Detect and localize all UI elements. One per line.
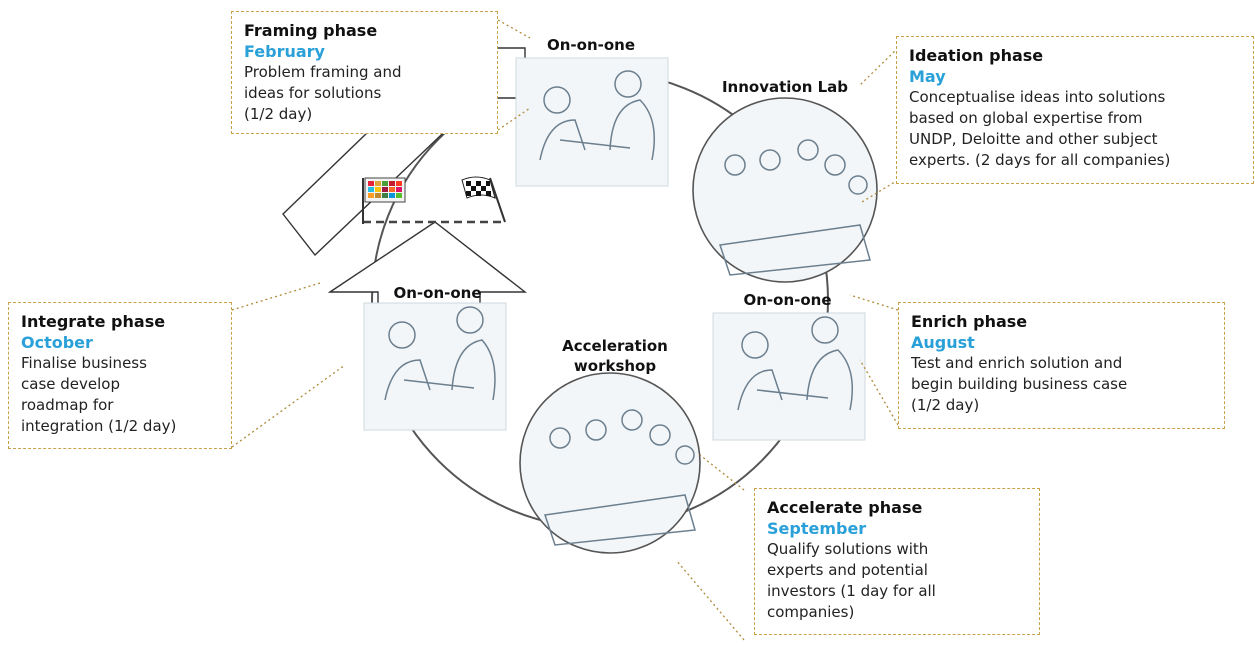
accelerate-phase-desc-line: investors (1 day for all: [767, 582, 936, 600]
integrate-phase-title: Integrate phase: [21, 312, 166, 331]
framing-phase-desc-line: Problem framing and: [244, 63, 402, 81]
innovation-lab-label: Innovation Lab: [721, 78, 849, 96]
enrich-phase-month: August: [911, 333, 975, 352]
accelerate-phase-box: Accelerate phase September Qualify solut…: [754, 488, 1040, 635]
acceleration-workshop-line2: workshop: [573, 357, 657, 375]
framing-phase-box: Framing phase February Problem framing a…: [231, 11, 498, 134]
ideation-phase-box: Ideation phase May Conceptualise ideas i…: [896, 36, 1254, 184]
enrich-meeting-sketch: [712, 312, 866, 441]
integrate-phase-box: Integrate phase October Finalise busines…: [8, 302, 232, 449]
enrich-phase-desc-line: (1/2 day): [911, 396, 980, 414]
ideation-phase-desc-line: Conceptualise ideas into solutions: [909, 88, 1166, 106]
leader-lines: [231, 19, 899, 641]
ideation-phase-title: Ideation phase: [909, 46, 1044, 65]
checkered-flag-icon: [461, 176, 506, 223]
framing-phase-desc-line: (1/2 day): [244, 105, 313, 123]
ideation-phase-desc-line: experts. (2 days for all companies): [909, 151, 1171, 169]
acceleration-workshop-sketch: [519, 372, 701, 554]
ideation-phase-desc-line: UNDP, Deloitte and other subject: [909, 130, 1158, 148]
framing-meeting-sketch: [515, 57, 669, 187]
ideation-phase-desc-line: based on global expertise from: [909, 109, 1143, 127]
integrate-phase-desc-line: roadmap for: [21, 396, 114, 414]
enrich-phase-title: Enrich phase: [911, 312, 1028, 331]
innovation-lab-sketch: [692, 97, 878, 283]
acceleration-workshop-line1: Acceleration: [562, 337, 668, 355]
accelerate-phase-month: September: [767, 519, 867, 538]
framing-phase-month: February: [244, 42, 325, 61]
accelerate-phase-desc-line: companies): [767, 603, 855, 621]
accelerate-phase-desc-line: Qualify solutions with: [767, 540, 929, 558]
enrich-meeting-label: On-on-one: [743, 291, 832, 309]
enrich-phase-box: Enrich phase August Test and enrich solu…: [898, 302, 1225, 429]
sdg-flag-icon: [362, 177, 406, 224]
framing-meeting-label: On-on-one: [546, 36, 636, 54]
accelerate-phase-title: Accelerate phase: [767, 498, 923, 517]
ideation-phase-month: May: [909, 67, 946, 86]
framing-phase-title: Framing phase: [244, 21, 378, 40]
integrate-phase-desc-line: case develop: [21, 375, 120, 393]
integrate-meeting-label: On-on-one: [393, 284, 482, 302]
accelerate-phase-desc-line: experts and potential: [767, 561, 928, 579]
integrate-phase-desc-line: Finalise business: [21, 354, 147, 372]
acceleration-workshop-label: Acceleration workshop: [530, 336, 700, 376]
integrate-phase-month: October: [21, 333, 93, 352]
integrate-phase-desc-line: integration (1/2 day): [21, 417, 177, 435]
enrich-phase-desc-line: begin building business case: [911, 375, 1128, 393]
enrich-phase-desc-line: Test and enrich solution and: [911, 354, 1123, 372]
framing-phase-desc-line: ideas for solutions: [244, 84, 382, 102]
integrate-meeting-sketch: [363, 302, 507, 431]
